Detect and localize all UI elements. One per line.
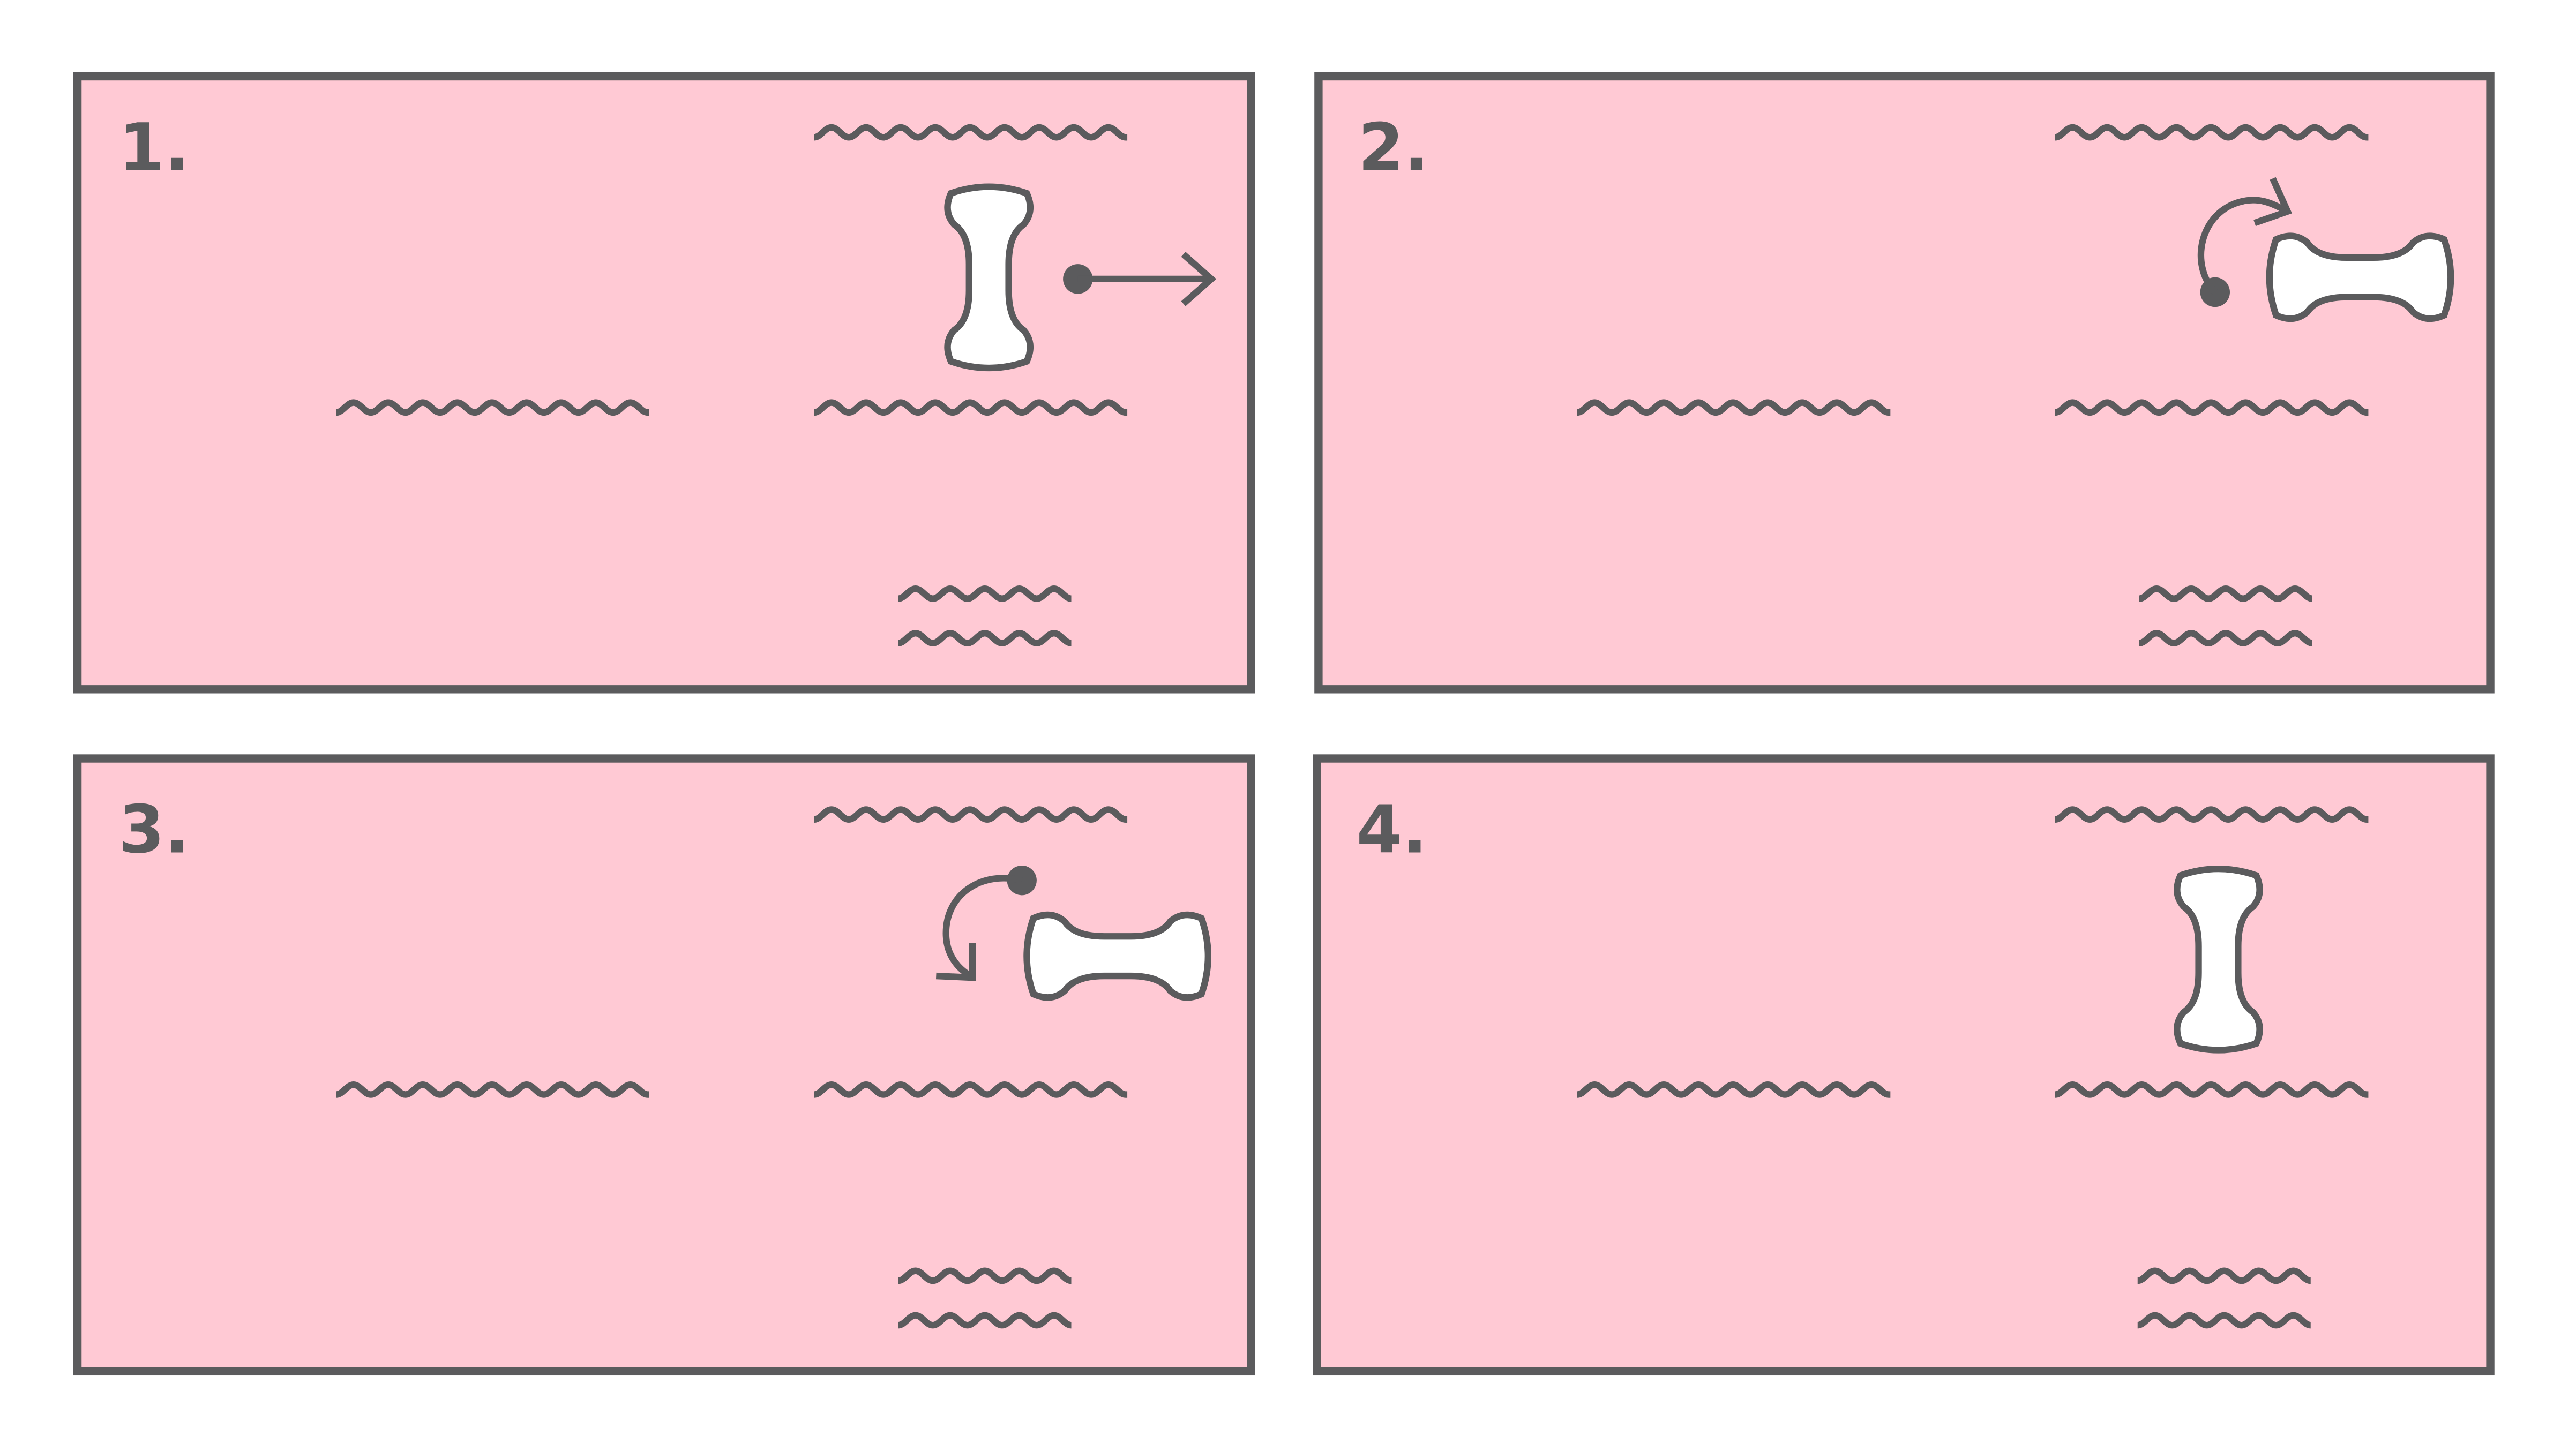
panel-frame: [73, 754, 1255, 1376]
panel-2: 2.: [1314, 72, 2495, 694]
panel-frame: [73, 72, 1255, 694]
panel-1: 1.: [73, 72, 1255, 694]
straight-right-arrow: [1063, 252, 1217, 306]
panel-number: 4.: [1357, 792, 1427, 868]
panel-4: 4.: [1313, 754, 2495, 1376]
panel-frame: [1313, 754, 2495, 1376]
panel-number: 2.: [1358, 110, 1429, 186]
counterclockwise-curved-arrow: [935, 865, 1037, 981]
panel-3: 3.: [73, 754, 1255, 1376]
panel-frame: [1314, 72, 2495, 694]
panel-number: 3.: [118, 792, 189, 868]
clockwise-curved-arrow: [2197, 177, 2293, 307]
panel-number: 1.: [118, 110, 189, 186]
